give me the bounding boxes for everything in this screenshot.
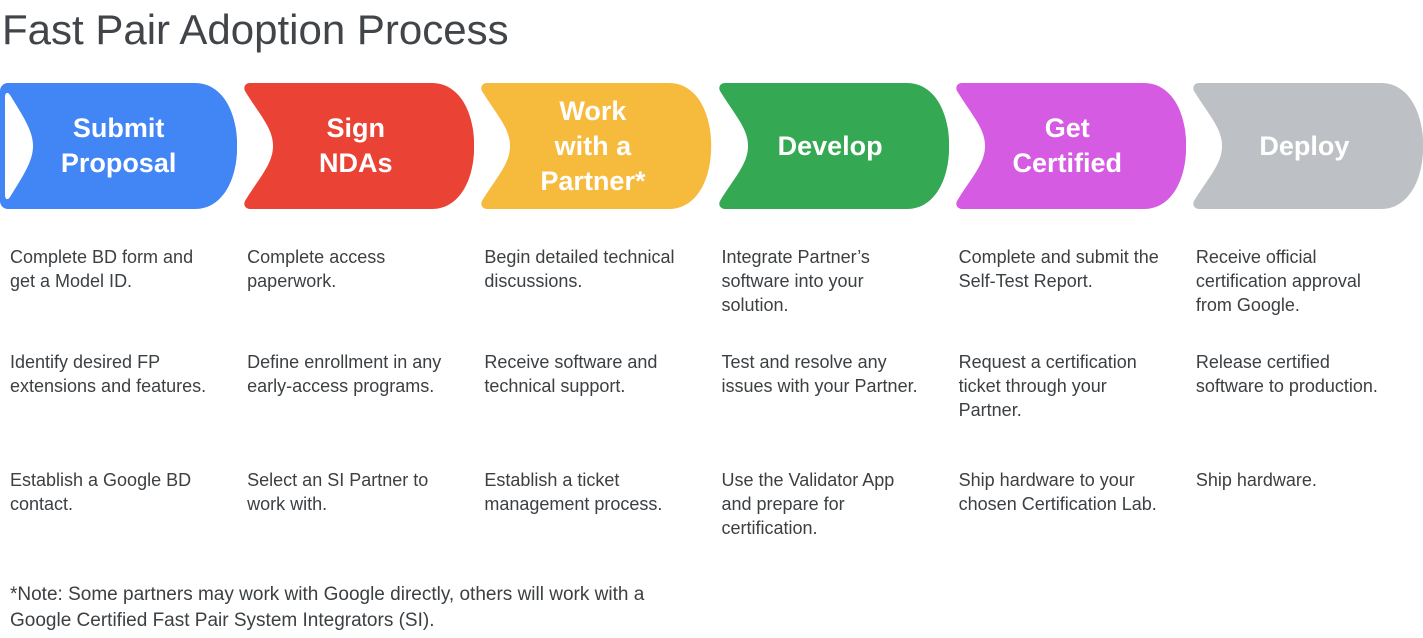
- stage-arrow-shape: [955, 83, 1186, 209]
- stage-arrow-shape: [0, 83, 238, 209]
- stage-develop: Develop: [712, 83, 949, 209]
- stage-detail: Complete BD form and get a Model ID.: [10, 247, 194, 291]
- stage-detail: Identify desired FP extensions and featu…: [10, 352, 207, 396]
- stage-detail: Receive software and technical support.: [484, 352, 658, 396]
- stage-detail: Ship hardware.: [1195, 470, 1317, 490]
- stage-get-certified: Get Certified: [949, 83, 1186, 209]
- stage-detail: Establish a ticket management process.: [484, 470, 663, 514]
- fast-pair-adoption-diagram: Fast Pair Adoption Process Submit Propos…: [0, 6, 1423, 638]
- stage-detail: Request a certification ticket through y…: [958, 352, 1137, 420]
- stage-label: Work with a Partner*: [540, 95, 646, 196]
- stage-deploy: Deploy: [1186, 83, 1423, 209]
- stage-sign-ndas: Sign NDAs: [237, 83, 475, 209]
- stage-details-grid: Complete BD form and get a Model ID. Com…: [0, 245, 1423, 540]
- stage-arrow-shape: [1193, 83, 1423, 209]
- footnote: *Note: Some partners may work with Googl…: [10, 584, 645, 631]
- stage-detail: Complete access paperwork.: [247, 247, 386, 291]
- stage-detail: Establish a Google BD contact.: [10, 470, 192, 514]
- stage-work-with-partner: Work with a Partner*: [474, 83, 712, 209]
- stage-detail: Select an SI Partner to work with.: [247, 470, 429, 514]
- stage-label: Get Certified: [1012, 113, 1123, 178]
- stage-arrow-shape: [718, 83, 949, 209]
- process-stage-row: Submit Proposal Sign NDAs Work with a Pa…: [0, 83, 1423, 209]
- stage-label: Sign NDAs: [319, 113, 393, 178]
- stage-label: Develop: [777, 130, 883, 161]
- page-title: Fast Pair Adoption Process: [2, 6, 509, 53]
- stage-submit-proposal: Submit Proposal: [0, 83, 238, 209]
- stage-detail: Integrate Partner’s software into your s…: [721, 247, 870, 315]
- stage-label: Deploy: [1259, 130, 1350, 161]
- stage-detail: Receive official certification approval …: [1195, 247, 1361, 315]
- stage-detail: Release certified software to production…: [1195, 352, 1378, 396]
- stage-label: Submit Proposal: [60, 113, 177, 178]
- stage-arrow-shape: [244, 83, 475, 209]
- stage-detail: Begin detailed technical discussions.: [484, 247, 675, 291]
- stage-detail: Test and resolve any issues with your Pa…: [721, 352, 918, 396]
- stage-detail: Define enrollment in any early-access pr…: [247, 352, 442, 396]
- stage-detail: Complete and submit the Self-Test Report…: [958, 247, 1159, 291]
- stage-detail: Ship hardware to your chosen Certificati…: [958, 470, 1157, 514]
- stage-arrow-shape: [481, 83, 712, 209]
- stage-detail: Use the Validator App and prepare for ce…: [721, 470, 895, 538]
